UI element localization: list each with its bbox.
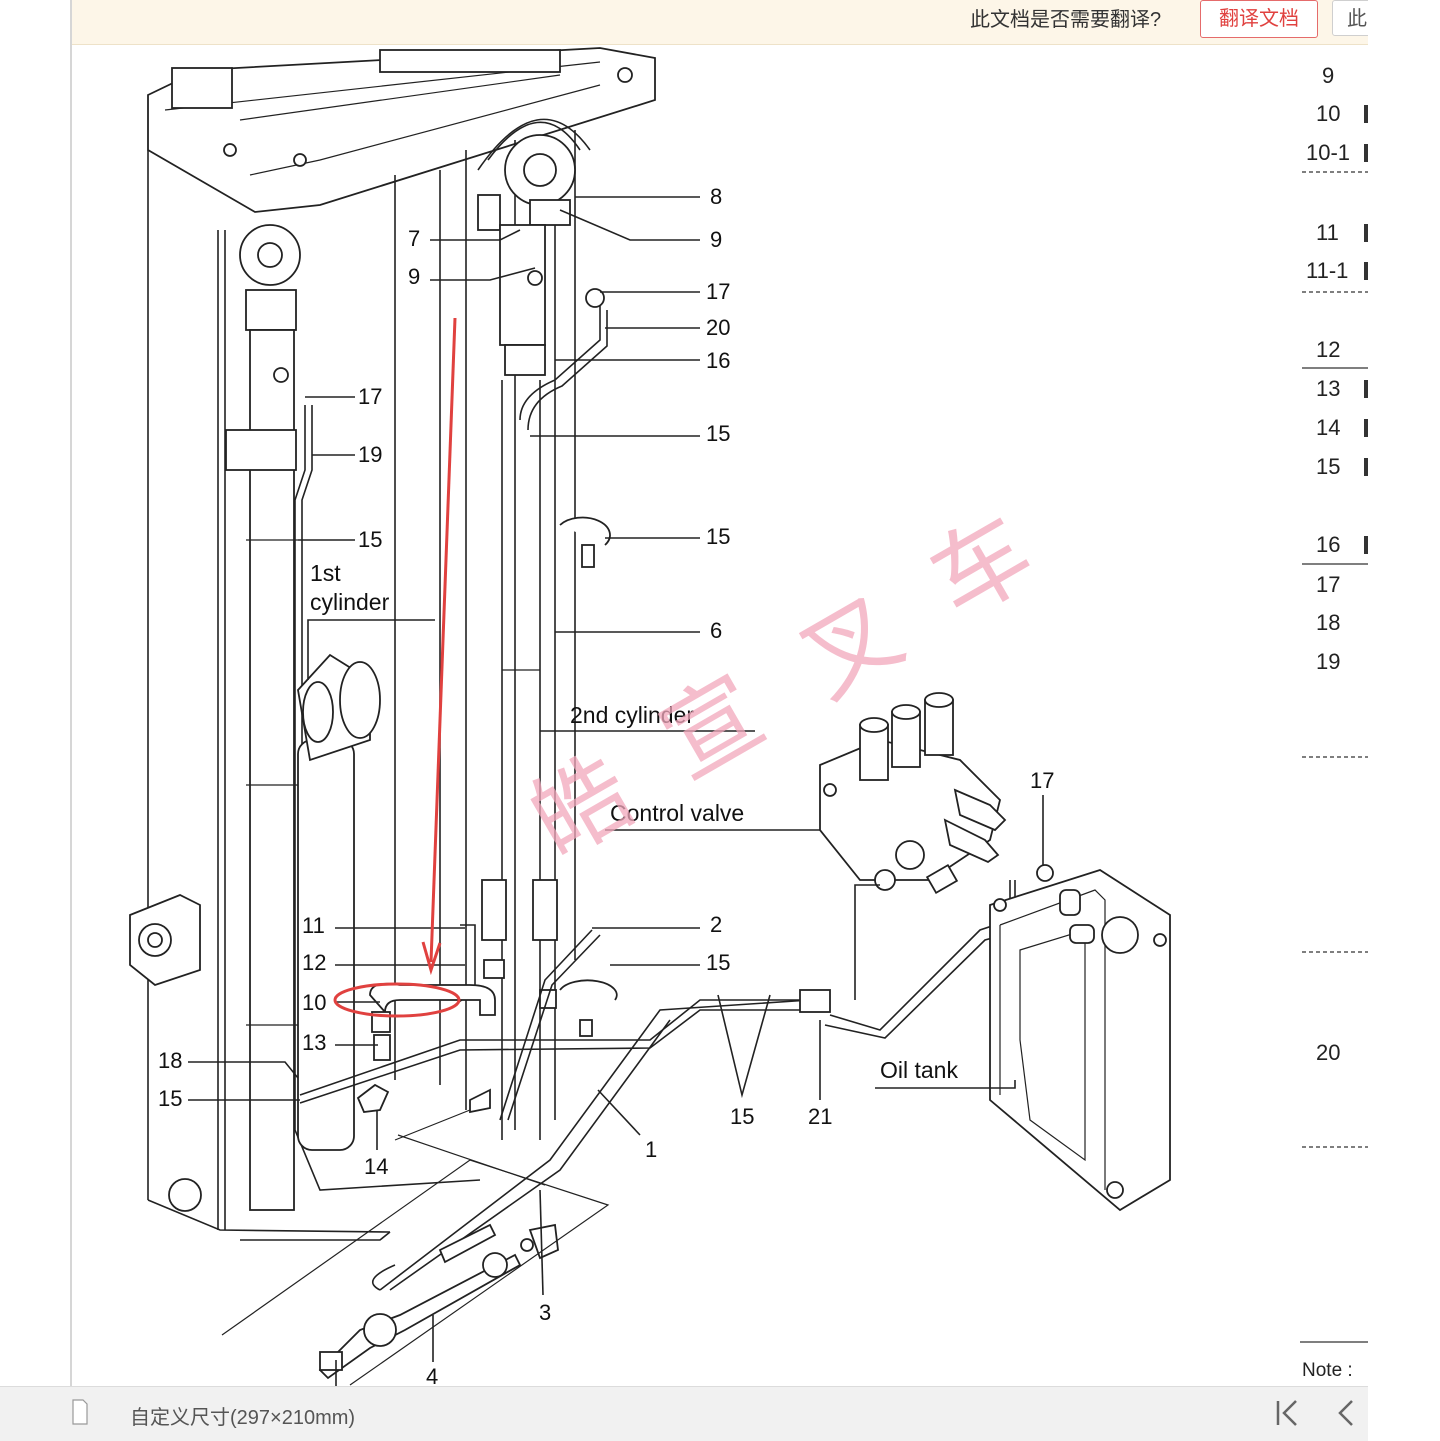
inner-mast-rails [394, 130, 576, 1130]
callout-15-left: 15 [358, 527, 382, 552]
callout-3: 3 [539, 1300, 551, 1325]
table-row-no: 18 [1316, 610, 1340, 635]
table-row-no: 11-1 [1306, 258, 1348, 283]
callout-21: 21 [808, 1104, 832, 1129]
first-cylinder-label-line2: cylinder [310, 589, 390, 615]
document-page: 8 9 7 9 17 20 16 15 15 6 17 19 15 1st cy… [72, 0, 1368, 1386]
page-size-label: 自定义尺寸(297×210mm) [130, 1407, 356, 1429]
table-row-no: 14 [1316, 415, 1340, 440]
red-annotation [333, 317, 461, 1018]
previous-page-icon[interactable] [1326, 1395, 1362, 1431]
callout-7: 7 [408, 226, 420, 251]
mast-top-frame [147, 47, 656, 213]
callout-15-bottom-left: 15 [158, 1086, 182, 1111]
table-row-no: 17 [1316, 572, 1340, 597]
callout-15-mid: 15 [706, 950, 730, 975]
callout-15-hoses: 15 [730, 1104, 754, 1129]
svg-text:宣: 宣 [642, 655, 781, 800]
callout-6: 6 [710, 618, 722, 643]
control-valve-label: Control valve [610, 800, 744, 826]
first-page-icon[interactable] [1270, 1395, 1306, 1431]
table-row-no: 10-1 [1306, 140, 1350, 165]
callout-17-left: 17 [358, 384, 382, 409]
translate-document-button[interactable]: 翻译文档 [1200, 0, 1318, 38]
callout-1: 1 [645, 1137, 657, 1162]
viewer-left-edge [70, 0, 72, 1440]
callout-19: 19 [358, 442, 382, 467]
callout-8: 8 [710, 184, 722, 209]
table-row-no: 13 [1316, 376, 1340, 401]
callout-17: 17 [706, 279, 730, 304]
top-pulley-right [477, 118, 591, 231]
callout-15-upper: 15 [706, 421, 730, 446]
svg-text:皓: 皓 [512, 735, 651, 880]
table-row-no: 16 [1316, 532, 1340, 557]
callout-13: 13 [302, 1030, 326, 1055]
table-row-no: 10 [1316, 101, 1340, 126]
highlight-ellipse [333, 982, 461, 1018]
viewer-right-margin [1368, 0, 1440, 1440]
table-row-no: 9 [1322, 63, 1334, 88]
svg-text:车: 车 [912, 495, 1051, 640]
callout-12: 12 [302, 950, 326, 975]
document-icon [72, 1399, 88, 1425]
callout-17-tank: 17 [1030, 768, 1054, 793]
left-mast-rail [147, 150, 391, 1241]
control-valve [819, 692, 1007, 895]
parts-diagram: 8 9 7 9 17 20 16 15 15 6 17 19 15 1st cy… [129, 47, 1368, 1386]
table-note: Note : [1302, 1360, 1353, 1381]
translate-prompt-text: 此文档是否需要翻译? [970, 9, 1162, 31]
second-cylinder [499, 224, 608, 1140]
callout-14: 14 [364, 1154, 388, 1179]
callout-15-clamp: 15 [706, 524, 730, 549]
callout-11: 11 [302, 913, 325, 938]
callout-4: 4 [426, 1364, 438, 1386]
callout-16: 16 [706, 348, 730, 373]
bottom-fittings [221, 1109, 610, 1386]
oil-tank [989, 864, 1171, 1212]
table-row-no: 11 [1316, 220, 1339, 245]
table-row-no: 15 [1316, 454, 1340, 479]
status-bar: 自定义尺寸(297×210mm) [0, 1386, 1368, 1441]
first-cylinder [297, 653, 381, 1151]
callout-20: 20 [706, 315, 730, 340]
callout-labels: 8 9 7 9 17 20 16 15 15 6 17 19 15 1st cy… [158, 184, 1054, 1386]
hoses [299, 516, 1016, 1291]
callout-9-left: 9 [408, 264, 420, 289]
callout-2: 2 [710, 912, 722, 937]
second-cylinder-label: 2nd cylinder [570, 702, 694, 728]
table-row-no: 20 [1316, 1040, 1340, 1065]
left-lift-cylinder [225, 224, 481, 1211]
svg-text:叉: 叉 [782, 575, 921, 720]
table-row-no: 19 [1316, 649, 1340, 674]
callout-9: 9 [710, 227, 722, 252]
leader-lines [188, 196, 1044, 1386]
callout-10: 10 [302, 990, 326, 1015]
first-cylinder-label-line1: 1st [310, 560, 341, 586]
side-bracket [129, 894, 202, 1212]
table-row-no: 12 [1316, 337, 1340, 362]
translate-prompt-bar: 此文档是否需要翻译? 翻译文档 此 [72, 0, 1392, 45]
parts-table: 9 10 10-1 11 11-1 12 13 14 15 16 17 18 1… [1300, 63, 1368, 1381]
callout-18: 18 [158, 1048, 182, 1073]
oil-tank-label: Oil tank [880, 1057, 958, 1083]
